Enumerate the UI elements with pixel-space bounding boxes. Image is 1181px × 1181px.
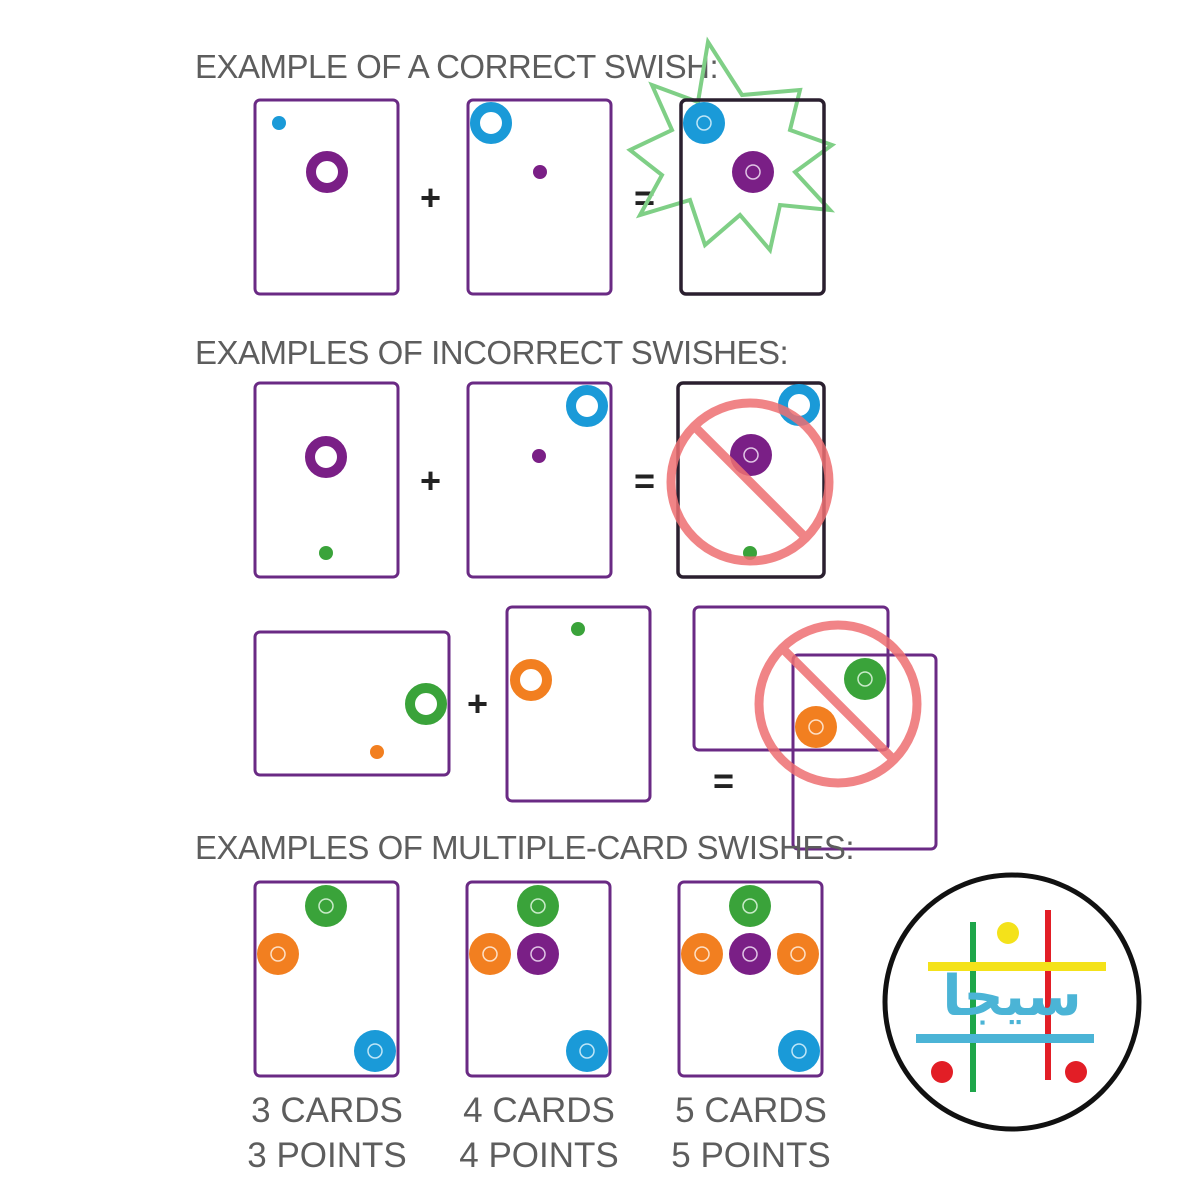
plus-operator: + <box>420 177 441 218</box>
purple-ring <box>305 436 347 478</box>
blue-stack <box>683 102 725 144</box>
blue-ring <box>566 385 608 427</box>
multi-card-5 <box>677 880 824 1078</box>
purple-dot <box>533 165 547 179</box>
incorrect-a-card-1 <box>253 381 400 579</box>
incorrect-b-card-1-landscape <box>253 630 451 777</box>
prohibited-icon <box>666 398 834 566</box>
purple-stack <box>729 933 771 975</box>
correct-result-card <box>626 36 837 296</box>
purple-stack <box>732 151 774 193</box>
correct-card-2 <box>466 98 613 296</box>
sija-logo-icon: سيجا <box>882 872 1142 1132</box>
plus-operator: + <box>420 460 441 501</box>
logo-wordmark: سيجا <box>942 964 1081 1029</box>
heading-multiple-card-swishes: EXAMPLES OF MULTIPLE-CARD SWISHES: <box>195 829 854 866</box>
orange-stack <box>795 706 837 748</box>
blue-ring <box>470 102 512 144</box>
equals-operator: = <box>634 177 655 218</box>
caption-points: 4 POINTS <box>459 1136 618 1175</box>
green-stack <box>844 658 886 700</box>
heading-incorrect-swishes: EXAMPLES OF INCORRECT SWISHES: <box>195 334 788 371</box>
incorrect-a-result-card <box>666 381 834 579</box>
green-dot <box>319 546 333 560</box>
green-stack <box>729 885 771 927</box>
orange-stack <box>777 933 819 975</box>
equals-operator: = <box>713 760 734 801</box>
multi-card-3 <box>253 880 400 1078</box>
orange-ring <box>510 659 552 701</box>
orange-stack <box>681 933 723 975</box>
green-dot <box>571 622 585 636</box>
prohibited-icon <box>754 620 922 788</box>
blue-stack <box>566 1030 608 1072</box>
caption-cards: 4 CARDS <box>463 1091 615 1130</box>
green-stack <box>305 885 347 927</box>
blue-stack <box>778 1030 820 1072</box>
heading-correct-swish: EXAMPLE OF A CORRECT SWISH: <box>195 48 718 85</box>
purple-dot <box>532 449 546 463</box>
incorrect-b-card-2 <box>505 605 652 803</box>
success-burst-icon <box>626 36 837 255</box>
green-stack <box>517 885 559 927</box>
caption-cards: 3 CARDS <box>251 1091 403 1130</box>
incorrect-b-result-overlap <box>692 605 938 851</box>
blue-dot <box>272 116 286 130</box>
multi-card-4 <box>465 880 612 1078</box>
orange-stack <box>257 933 299 975</box>
incorrect-a-card-2 <box>466 381 613 579</box>
green-ring <box>405 683 447 725</box>
caption-cards: 5 CARDS <box>675 1091 827 1130</box>
orange-dot <box>370 745 384 759</box>
orange-stack <box>469 933 511 975</box>
caption-points: 3 POINTS <box>247 1136 406 1175</box>
equals-operator: = <box>634 460 655 501</box>
purple-stack <box>517 933 559 975</box>
purple-stack <box>730 434 772 476</box>
purple-ring <box>306 151 348 193</box>
correct-card-1 <box>253 98 400 296</box>
caption-points: 5 POINTS <box>671 1136 830 1175</box>
plus-operator: + <box>467 683 488 724</box>
blue-stack <box>354 1030 396 1072</box>
